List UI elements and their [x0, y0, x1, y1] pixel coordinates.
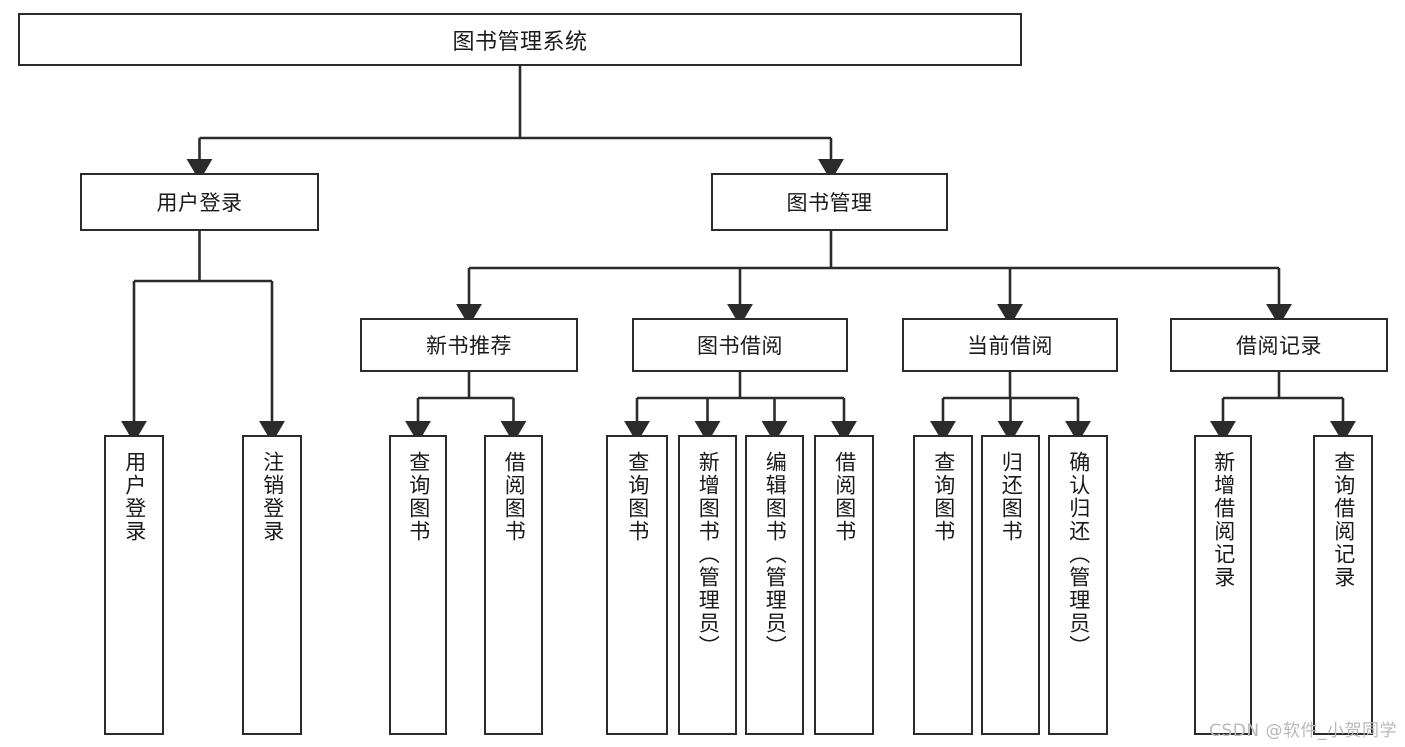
node-leaf-confirm-return-admin[interactable]: 确认归还（管理员） — [1048, 435, 1108, 735]
node-leaf-user-login[interactable]: 用户登录 — [104, 435, 164, 735]
node-leaf-user-login-label: 用户登录 — [122, 451, 147, 543]
node-book-borrow-label: 图书借阅 — [697, 334, 783, 358]
node-leaf-logout-login-label: 注销登录 — [260, 451, 285, 543]
node-borrow-record[interactable]: 借阅记录 — [1170, 318, 1388, 372]
node-leaf-add-borrow-record[interactable]: 新增借阅记录 — [1194, 435, 1252, 735]
node-leaf-add-book-admin[interactable]: 新增图书（管理员） — [678, 435, 737, 735]
node-leaf-edit-book-admin[interactable]: 编辑图书（管理员） — [745, 435, 804, 735]
node-user-login-label: 用户登录 — [156, 191, 243, 215]
node-current-borrow-label: 当前借阅 — [967, 334, 1053, 358]
node-leaf-confirm-return-admin-label: 确认归还（管理员） — [1066, 451, 1091, 658]
node-book-manage[interactable]: 图书管理 — [711, 173, 948, 231]
node-leaf-return-book[interactable]: 归还图书 — [981, 435, 1040, 735]
node-borrow-record-label: 借阅记录 — [1236, 334, 1322, 358]
node-current-borrow[interactable]: 当前借阅 — [902, 318, 1118, 372]
node-leaf-query-borrow-record-label: 查询借阅记录 — [1331, 451, 1356, 589]
node-leaf-borrow-book[interactable]: 借阅图书 — [814, 435, 874, 735]
node-leaf-query-book-rec-label: 查询图书 — [406, 451, 431, 543]
node-leaf-query-book-current-label: 查询图书 — [931, 451, 956, 543]
watermark: CSDN @软件_小贺同学 — [1209, 721, 1397, 741]
node-leaf-query-book-borrow-label: 查询图书 — [625, 451, 650, 543]
node-leaf-add-borrow-record-label: 新增借阅记录 — [1211, 451, 1236, 589]
node-leaf-return-book-label: 归还图书 — [999, 451, 1024, 543]
node-leaf-logout-login[interactable]: 注销登录 — [242, 435, 302, 735]
node-leaf-add-book-admin-label: 新增图书（管理员） — [696, 451, 721, 658]
node-user-login[interactable]: 用户登录 — [80, 173, 319, 231]
node-leaf-borrow-book-rec-label: 借阅图书 — [502, 451, 527, 543]
node-leaf-borrow-book-label: 借阅图书 — [832, 451, 857, 543]
node-root-label: 图书管理系统 — [452, 29, 588, 55]
node-leaf-query-borrow-record[interactable]: 查询借阅记录 — [1313, 435, 1373, 735]
node-leaf-query-book-current[interactable]: 查询图书 — [913, 435, 973, 735]
node-leaf-edit-book-admin-label: 编辑图书（管理员） — [763, 451, 788, 658]
node-leaf-query-book-rec[interactable]: 查询图书 — [389, 435, 447, 735]
node-leaf-borrow-book-rec[interactable]: 借阅图书 — [484, 435, 543, 735]
node-leaf-query-book-borrow[interactable]: 查询图书 — [606, 435, 668, 735]
node-book-manage-label: 图书管理 — [786, 191, 873, 215]
node-root[interactable]: 图书管理系统 — [18, 13, 1022, 66]
node-new-book-recommend[interactable]: 新书推荐 — [360, 318, 578, 372]
node-new-book-recommend-label: 新书推荐 — [426, 334, 512, 358]
node-book-borrow[interactable]: 图书借阅 — [632, 318, 848, 372]
